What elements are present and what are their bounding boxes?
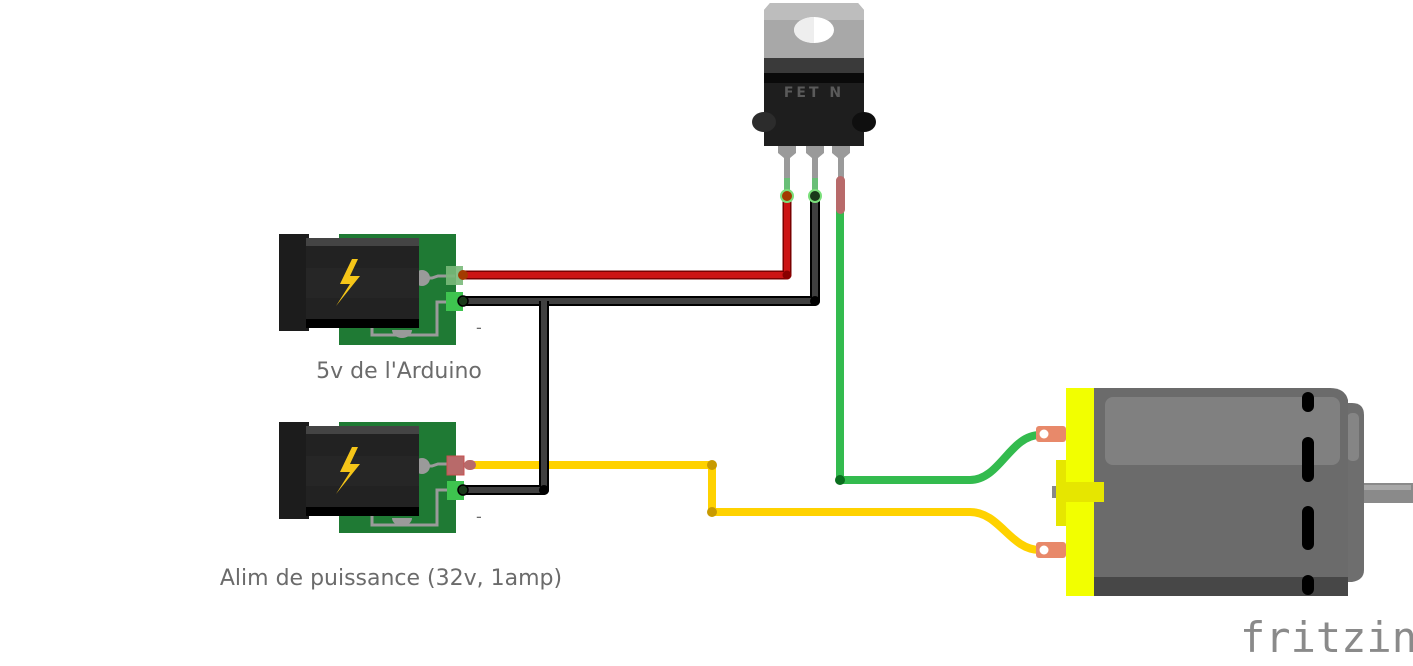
dc-jack-arduino[interactable]: -	[279, 234, 482, 345]
motor-vent-slot	[1302, 392, 1314, 412]
wire-black-top[interactable]	[462, 195, 820, 306]
jack-minus-pin[interactable]	[446, 292, 463, 311]
caption-power-supply: Alim de puissance (32v, 1amp)	[220, 566, 562, 591]
wire-end	[457, 484, 469, 496]
motor-body-highlight	[1105, 397, 1340, 465]
jack-flange	[279, 234, 309, 331]
pcb-pad	[392, 518, 412, 526]
motor-bushing	[1066, 482, 1104, 502]
fritzing-logo: fritzing	[1240, 613, 1413, 662]
fet-body-band	[764, 58, 864, 73]
jack-plus-pin[interactable]	[446, 266, 463, 285]
dc-jack-power[interactable]: -	[279, 422, 482, 533]
fet-label: FET N	[784, 85, 844, 101]
wire-green[interactable]	[835, 210, 1041, 485]
wire-red[interactable]	[462, 195, 792, 280]
power-bolt-icon	[336, 447, 360, 494]
wire-yellow[interactable]	[470, 460, 1041, 554]
wire-black-link[interactable]	[462, 301, 549, 495]
jack-body-highlight	[306, 426, 419, 434]
fet-drain-connector[interactable]	[808, 189, 822, 203]
motor-terminal-1[interactable]	[1036, 426, 1066, 442]
fet-hole-shade	[794, 17, 814, 43]
pcb-trace	[370, 488, 447, 527]
jack-plus-pin[interactable]	[446, 455, 465, 476]
fet-legs	[778, 146, 850, 214]
power-bolt-icon	[336, 259, 360, 306]
wire-end	[457, 295, 469, 307]
motor-brush-holder	[1056, 460, 1066, 526]
motor-body-shadow	[1093, 577, 1348, 596]
fet-pin-source[interactable]	[832, 146, 850, 195]
jack-body-base	[306, 319, 419, 328]
fet-pin-connect-glow	[784, 178, 790, 194]
caption-arduino-5v: 5v de l'Arduino	[316, 359, 482, 384]
fet-body-shadow	[764, 73, 864, 83]
pcb-pad	[392, 330, 412, 338]
dc-motor[interactable]	[1036, 388, 1413, 596]
fet-notch-left	[752, 112, 776, 132]
motor-shaft-highlight	[1360, 485, 1411, 490]
fet-tab-highlight	[764, 3, 864, 20]
fet-pin-connect-glow	[812, 178, 818, 194]
brand-wordmark: fritzing	[1240, 613, 1413, 662]
fet-transistor[interactable]: FET N	[752, 3, 876, 214]
motor-vent-slot	[1302, 575, 1314, 595]
minus-label: -	[476, 318, 482, 337]
fet-pin-gate[interactable]	[778, 146, 796, 195]
motor-rear-shaft	[1052, 486, 1056, 498]
jack-body-base	[306, 507, 419, 516]
motor-vent-slot	[1302, 437, 1314, 482]
jack-body-highlight	[306, 238, 419, 246]
motor-terminal-2[interactable]	[1036, 542, 1066, 558]
fet-pin-drain[interactable]	[806, 146, 824, 195]
motor-end-highlight	[1347, 413, 1359, 461]
jack-flange	[279, 422, 309, 519]
wire-bend-point[interactable]	[810, 296, 820, 306]
fet-source-connector[interactable]	[836, 176, 845, 214]
wire-bend-point[interactable]	[539, 485, 549, 495]
wire-bend-point[interactable]	[782, 270, 792, 280]
wire-end	[458, 270, 468, 280]
jack-body-mid	[306, 456, 419, 486]
minus-label: -	[476, 507, 482, 526]
wire-bend-point[interactable]	[707, 507, 717, 517]
fet-notch-right	[852, 112, 876, 132]
motor-vent-slot	[1302, 506, 1314, 550]
wire-bend-point[interactable]	[835, 475, 845, 485]
fet-gate-connector[interactable]	[780, 189, 794, 203]
pcb-trace	[370, 300, 455, 337]
jack-plus-pin-tip	[464, 460, 476, 470]
wire-bend-point[interactable]	[707, 460, 717, 470]
jack-body-mid	[306, 268, 419, 298]
